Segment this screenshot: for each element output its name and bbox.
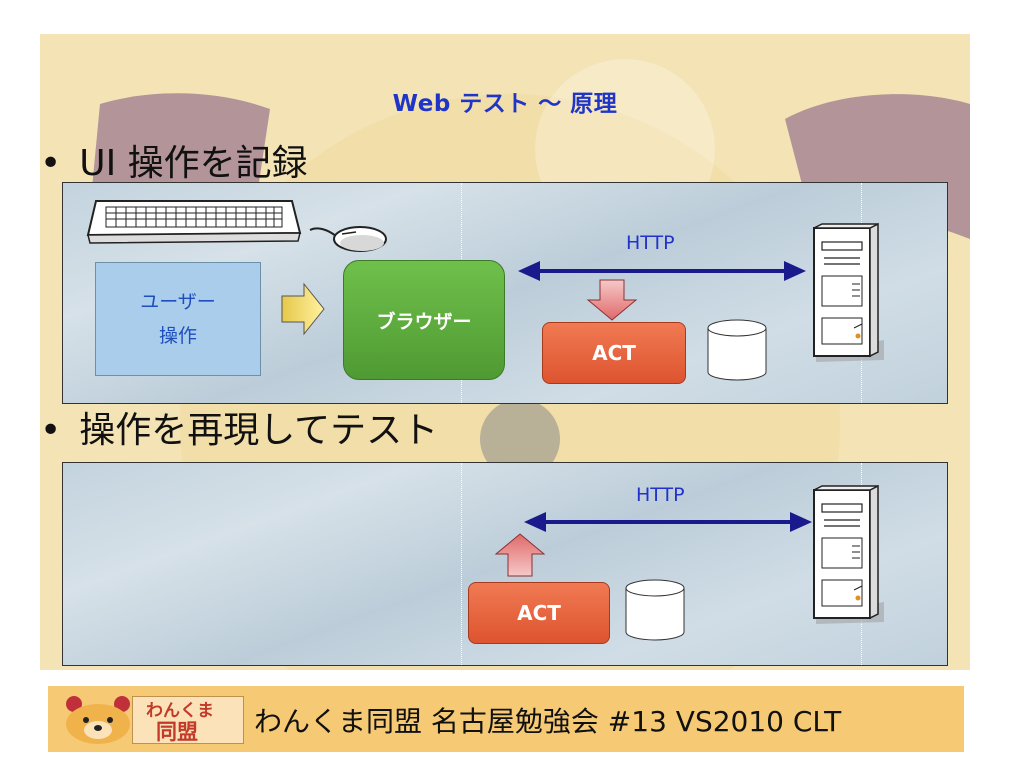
user-box-line2: 操作 [158,325,197,347]
right-arrow-icon [281,282,325,336]
bullet-replay: • 操作を再現してテスト [40,401,438,453]
bullet-replay-text: 操作を再現してテスト [79,410,439,451]
http-double-arrow [524,512,812,532]
logo-text-box [132,696,244,744]
keyboard-icon [86,200,302,244]
act-box-replay: ACT [468,582,610,644]
http-label: HTTP [636,484,685,506]
http-label: HTTP [626,232,675,254]
database-icon [625,579,685,641]
server-icon [813,484,884,624]
logo-text-line2: 同盟 [156,720,198,744]
act-label: ACT [592,341,636,365]
browser-box: ブラウザー [343,260,505,380]
footer-text: わんくま同盟 名古屋勉強会 #13 VS2010 CLT [254,705,842,738]
bullet-record-text: UI 操作を記録 [79,143,308,184]
panel-divider [461,463,462,665]
logo-text-line1: わんくま [146,701,214,721]
database-icon [707,319,767,381]
up-arrow-icon [494,533,546,577]
user-operation-box: ユーザー 操作 [95,262,261,376]
act-box-record: ACT [542,322,686,384]
mouse-icon [309,226,387,252]
user-box-line1: ユーザー [140,291,216,313]
bullet-glyph: • [40,410,62,451]
bear-logo-icon [66,696,130,744]
down-arrow-icon [586,279,638,321]
bullet-record: • UI 操作を記録 [40,134,308,186]
bullet-glyph: • [40,143,62,184]
server-icon [813,222,884,362]
act-label: ACT [517,601,561,625]
wankuma-logo: わんくま 同盟 [60,694,244,744]
footer-bar: わんくま 同盟 わんくま同盟 名古屋勉強会 #13 VS2010 CLT [48,686,964,752]
slide-title: Web テスト ～ 原理 [392,91,618,117]
http-double-arrow [518,261,806,281]
browser-label: ブラウザー [376,310,472,333]
